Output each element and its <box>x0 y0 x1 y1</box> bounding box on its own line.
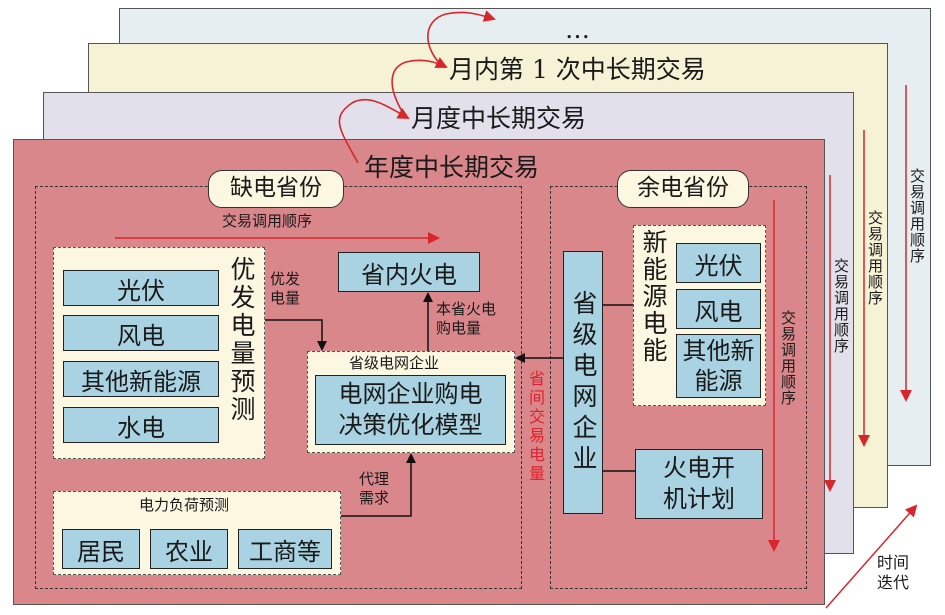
priority-energy-label: 优发 电量 <box>270 270 301 307</box>
surplus-trade-order-label: 交易调用顺序 <box>779 310 797 406</box>
time-iteration-arrow <box>825 504 918 609</box>
thermal-purchase-label: 本省火电 购电量 <box>436 300 497 337</box>
priority-energy-arrow <box>265 319 327 351</box>
source-wind: 风电 <box>63 315 219 351</box>
surplus-grid-company-label: 省级电网企业 <box>569 289 598 476</box>
layer-4-title: … <box>565 15 590 44</box>
source-pv: 光伏 <box>63 270 219 306</box>
surplus-source-other-renewable: 其他新 能源 <box>676 334 761 398</box>
new-energy-label: 新能源电能 <box>639 229 668 364</box>
time-iteration-label: 时间 迭代 <box>877 553 910 592</box>
deficit-trade-order-label: 交易调用顺序 <box>222 212 313 230</box>
grid-decision-model: 电网企业购电 决策优化模型 <box>315 375 506 445</box>
surplus-grid-company: 省级电网企业 <box>563 251 603 514</box>
layer-2-title: 月度中长期交易 <box>411 104 587 133</box>
thermal-startup-schedule: 火电开 机计划 <box>635 449 763 519</box>
layer-3-to-4-curve <box>427 10 496 65</box>
load-agriculture: 农业 <box>150 529 228 569</box>
source-other-renewable: 其他新能源 <box>63 361 219 397</box>
surplus-province-title: 余电省份 <box>617 170 749 208</box>
surplus-source-wind: 风电 <box>676 289 761 329</box>
layer-2-to-3-curve <box>391 57 448 114</box>
agent-demand-label: 代理 需求 <box>359 470 390 507</box>
load-industrial-commercial: 工商等 <box>238 529 332 569</box>
outer-trade-order-label-2: 交易调用顺序 <box>866 210 884 306</box>
grid-company-label: 省级电网企业 <box>349 354 440 372</box>
inter-province-trade-label: 省间交易电量 <box>526 370 545 484</box>
load-forecast-label: 电力负荷预测 <box>139 496 230 514</box>
source-hydro: 水电 <box>63 407 219 443</box>
priority-forecast-label: 优发电量预测 <box>227 256 256 424</box>
load-residential: 居民 <box>62 529 140 569</box>
layer-3-title: 月内第 1 次中长期交易 <box>449 55 706 84</box>
agent-demand-arrow <box>341 453 416 517</box>
surplus-source-pv: 光伏 <box>676 243 761 283</box>
layer-1-title: 年度中长期交易 <box>364 153 540 182</box>
layer-1-to-2-curve <box>338 98 410 164</box>
outer-trade-order-label-3: 交易调用顺序 <box>908 168 926 264</box>
deficit-province-title: 缺电省份 <box>208 170 344 208</box>
outer-trade-order-label-1: 交易调用顺序 <box>832 258 850 354</box>
thermal-in-province: 省内火电 <box>338 252 480 292</box>
